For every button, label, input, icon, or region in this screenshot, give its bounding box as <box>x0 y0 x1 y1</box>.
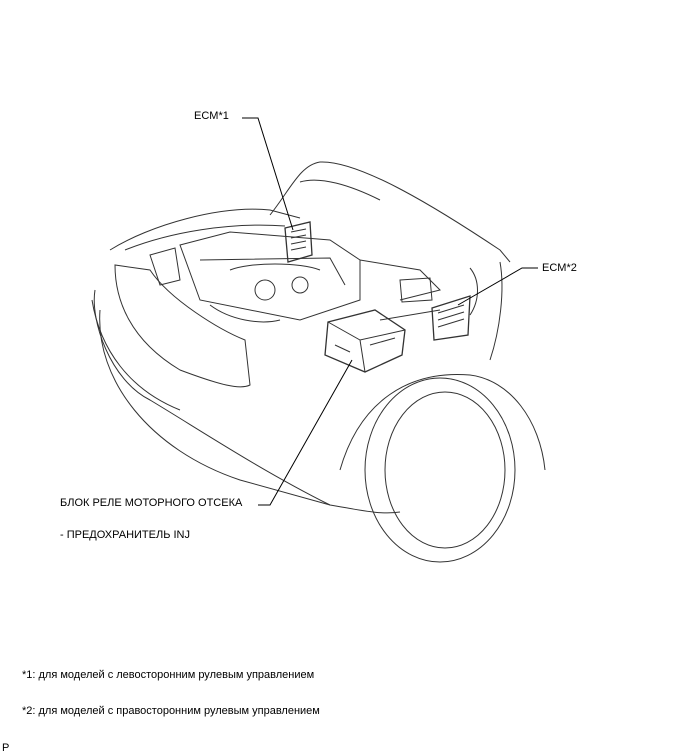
ecm2-label: ECM*2 <box>542 262 577 274</box>
ecm2-leader-line <box>457 267 538 306</box>
ecm1-leader-line <box>242 117 294 231</box>
grille-outline <box>114 264 251 388</box>
corner-mark: P <box>2 742 10 754</box>
engine-relay-block <box>324 309 406 373</box>
footnote-2: *2: для моделей с правосторонним рулевым… <box>22 705 320 717</box>
bumper-outline <box>99 309 401 514</box>
relay-block-label: БЛОК РЕЛЕ МОТОРНОГО ОТСЕКА <box>60 497 243 509</box>
ecm1-label: ECM*1 <box>194 110 229 122</box>
ecm2-unit <box>431 295 471 341</box>
front-wheel <box>364 377 516 563</box>
footnote-1: *1: для моделей с левосторонним рулевым … <box>22 669 315 681</box>
relay-leader-line <box>258 359 353 506</box>
windshield-outline <box>269 161 511 263</box>
engine-block <box>179 231 361 321</box>
ecm1-unit <box>284 221 313 263</box>
fuse-label: - ПРЕДОХРАНИТЕЛЬ INJ <box>60 529 190 541</box>
hood-outline <box>109 208 301 251</box>
fender-outline <box>469 267 478 316</box>
